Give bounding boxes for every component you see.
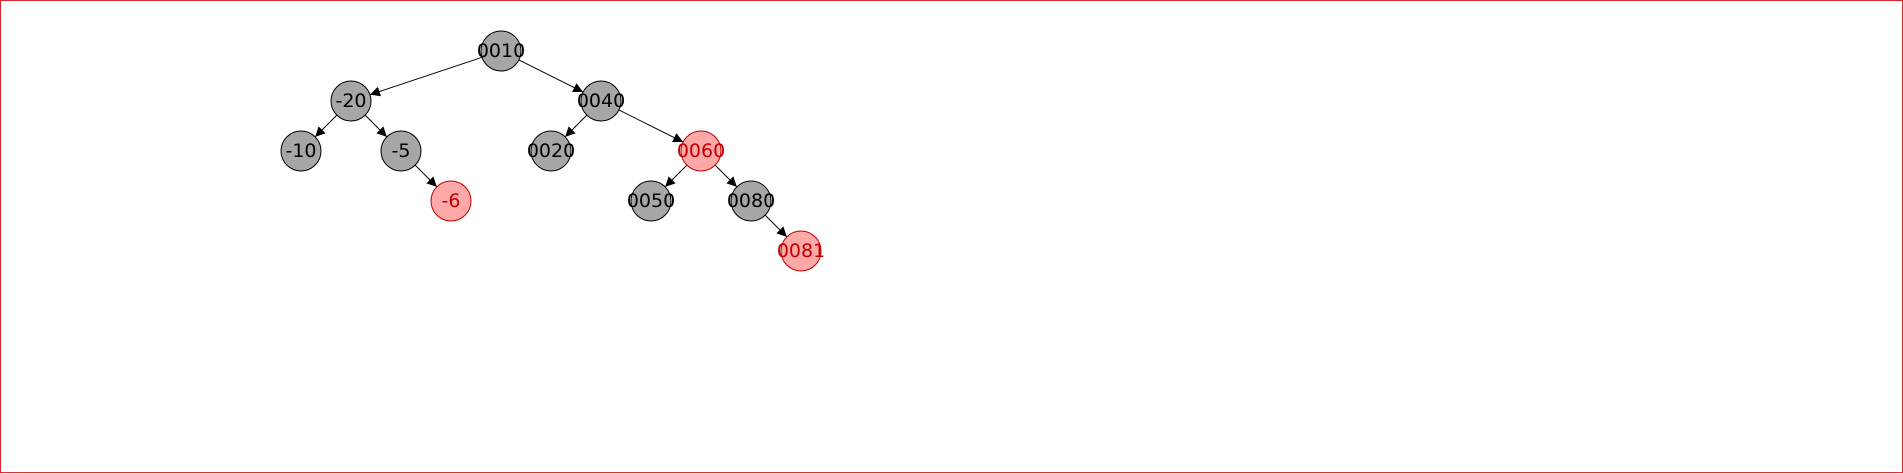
node-label: -20: [335, 90, 366, 112]
black-node-circle: [480, 30, 522, 72]
node-label: 0080: [727, 190, 775, 212]
tree-node--6: -6: [430, 180, 472, 222]
red-node-circle: [680, 130, 722, 172]
edge-arrow: [414, 164, 438, 188]
tree-node--20: -20: [330, 80, 372, 122]
node-label: 0020: [527, 140, 575, 162]
node-label: 0060: [677, 140, 725, 162]
edge-arrow: [364, 114, 388, 138]
black-node-circle: [530, 130, 572, 172]
tree-node-0080: 0080: [727, 180, 775, 222]
tree-node-0081: 0081: [777, 230, 825, 272]
tree-node-0060: 0060: [677, 130, 725, 172]
black-node-circle: [580, 80, 622, 122]
red-node-circle: [430, 180, 472, 222]
node-label: 0010: [477, 40, 525, 62]
node-label: -10: [285, 140, 316, 162]
tree-node-0040: 0040: [577, 80, 625, 122]
black-node-circle: [630, 180, 672, 222]
edge-arrow: [714, 164, 738, 188]
node-label: -6: [442, 190, 461, 212]
edge-arrow: [664, 164, 688, 188]
edge-arrow: [369, 56, 483, 97]
edge-arrow: [314, 114, 338, 138]
black-node-circle: [280, 130, 322, 172]
edge-arrow: [764, 214, 788, 238]
edge-arrow: [564, 114, 588, 138]
edge-arrow: [618, 109, 684, 143]
tree-node-0020: 0020: [527, 130, 575, 172]
node-label: 0040: [577, 90, 625, 112]
edge-arrow: [518, 59, 584, 93]
black-node-circle: [330, 80, 372, 122]
nodes-layer: 0010 -20 0040 -10 -5 0020 0060 -6 0050 0080 0081: [280, 30, 825, 272]
black-node-circle: [730, 180, 772, 222]
node-label: 0081: [777, 240, 825, 262]
node-label: 0050: [627, 190, 675, 212]
edges-layer: [314, 56, 788, 238]
tree-node--5: -5: [380, 130, 422, 172]
black-node-circle: [380, 130, 422, 172]
tree-node-0050: 0050: [627, 180, 675, 222]
tree-node--10: -10: [280, 130, 322, 172]
node-label: -5: [392, 140, 411, 162]
tree-node-0010: 0010: [477, 30, 525, 72]
red-node-circle: [780, 230, 822, 272]
